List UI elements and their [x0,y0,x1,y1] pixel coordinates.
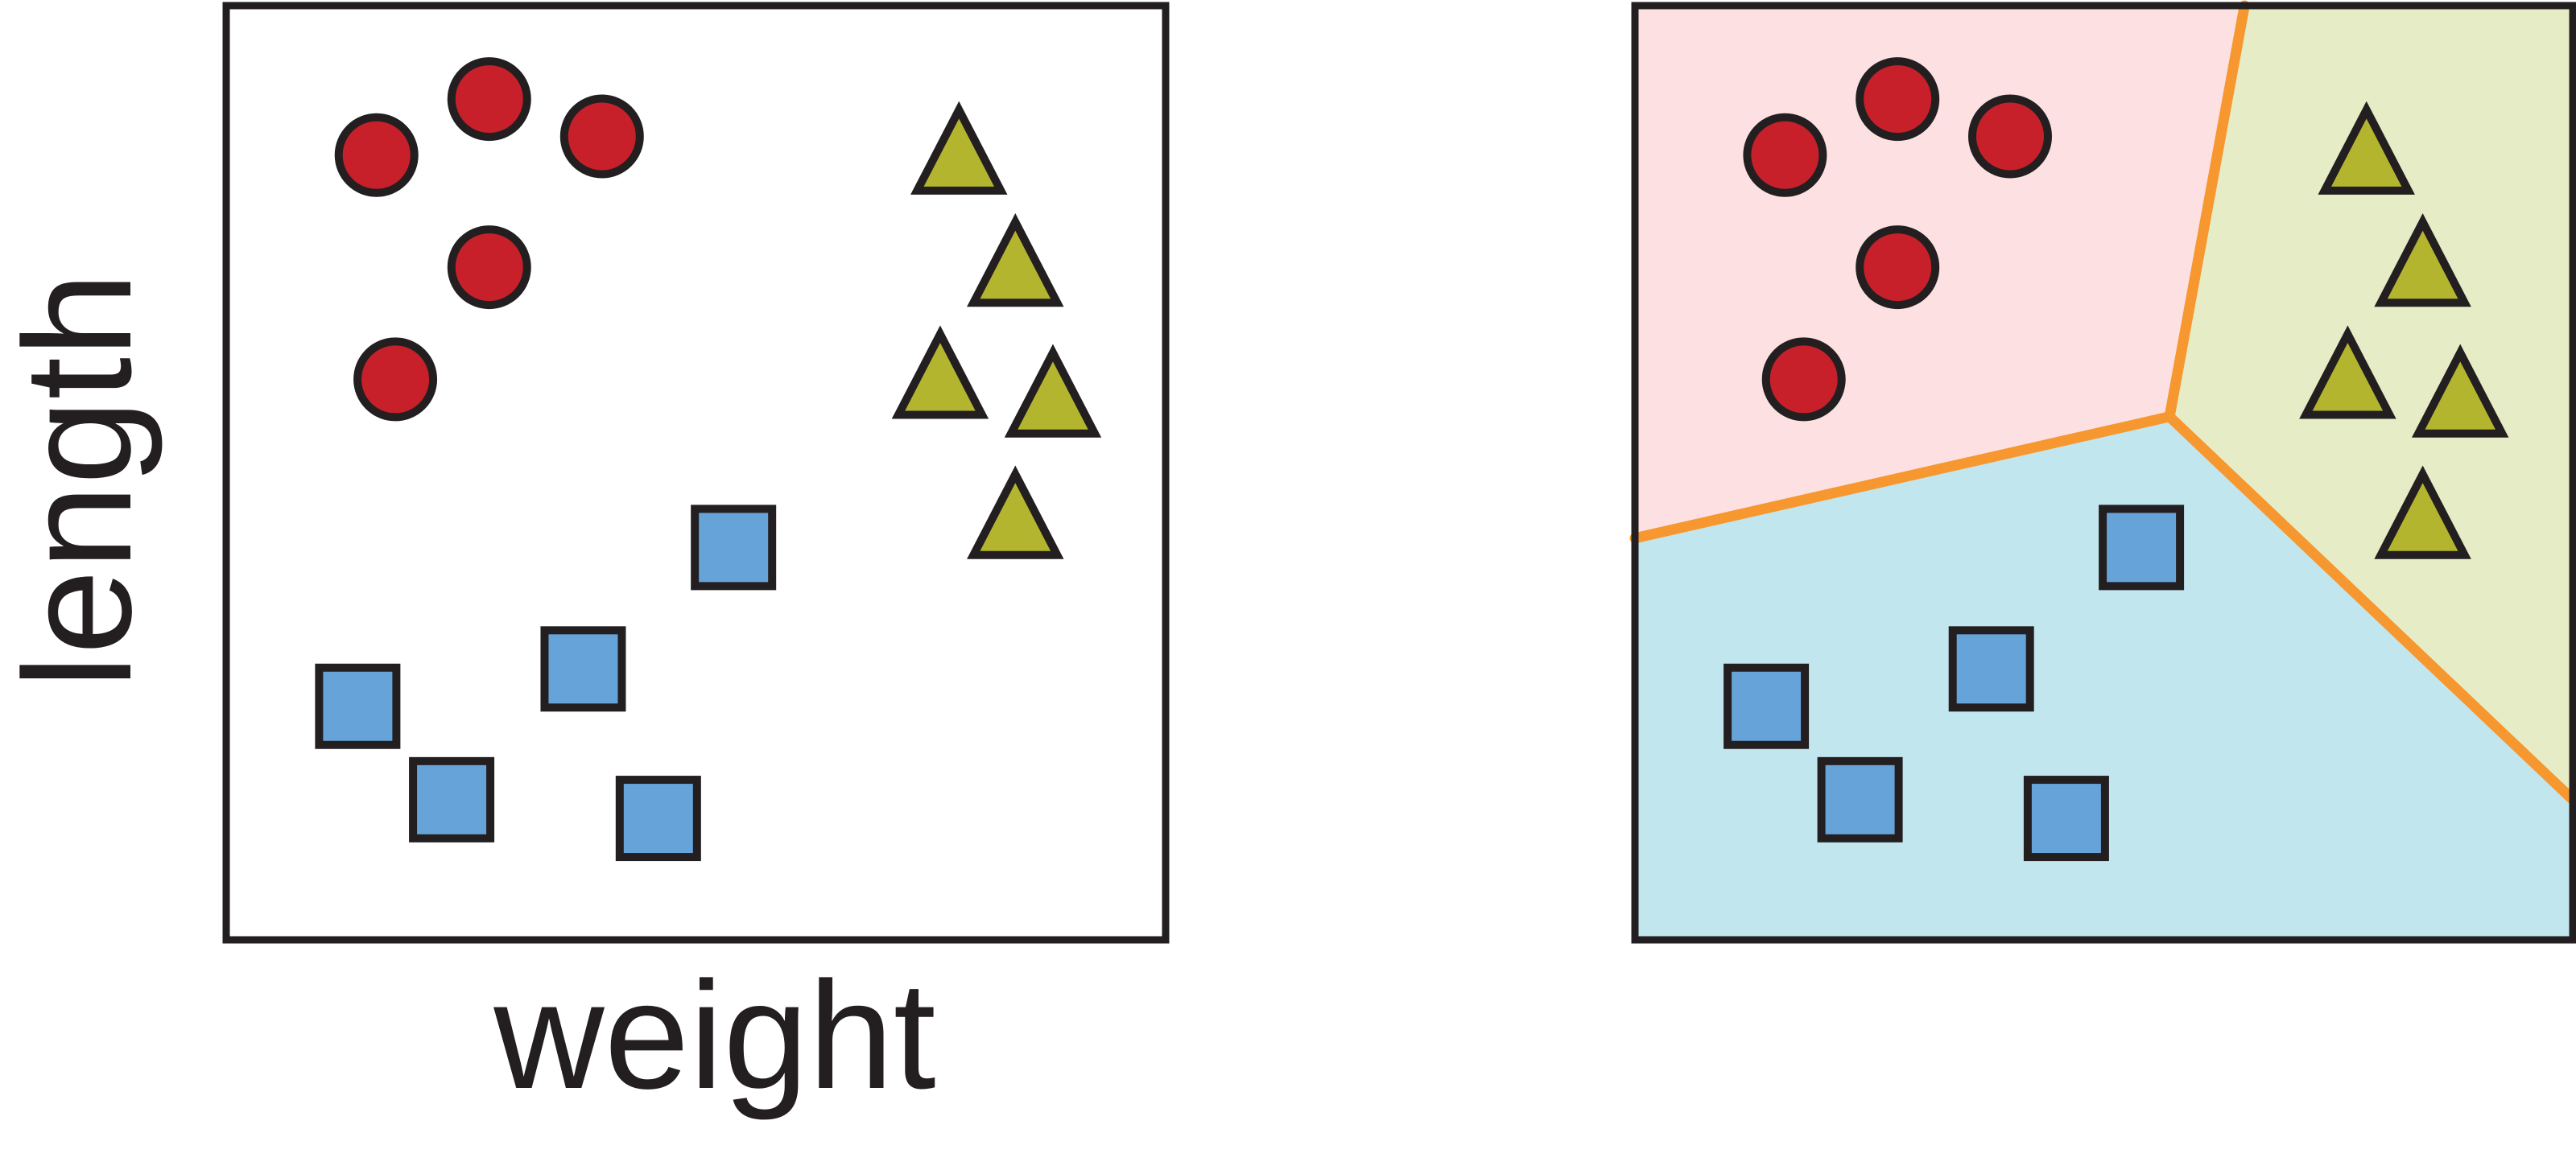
left-triangle-point-1 [910,101,1008,195]
right-square-point-5 [2023,776,2109,862]
right-square-point-4 [1817,756,1903,842]
left-circle-point-1 [334,113,419,197]
right-circle-point-2 [1856,57,1940,142]
decision-boundary-line [2164,0,2250,422]
right-circle-point-4 [1856,225,1940,310]
y-axis-label: length [0,272,163,689]
right-triangle-point-2 [2374,213,2471,307]
left-triangle-point-3 [891,325,989,419]
left-square-point-2 [540,626,626,712]
decision-boundary-line [1629,411,2175,544]
right-square-point-2 [1948,626,2034,712]
right-triangle-point-4 [2411,344,2509,438]
right-decision-region-panel [1629,0,2576,944]
left-panel-frame [222,2,1170,944]
right-circle-point-1 [1743,113,1827,197]
right-square-point-3 [1724,663,1810,749]
x-axis-label: weight [493,950,935,1121]
right-triangle-point-5 [2374,465,2471,559]
right-triangle-point-3 [2299,325,2396,419]
decision-boundary-line [2164,411,2576,805]
left-triangle-point-2 [967,213,1064,307]
left-circle-point-3 [559,94,644,179]
left-scatter-panel [222,2,1170,944]
right-panel-frame [1631,2,2576,944]
right-circle-point-3 [1968,94,2052,179]
right-circle-point-5 [1761,337,1846,422]
left-circle-point-5 [353,337,438,422]
left-square-point-1 [691,505,777,591]
left-square-point-4 [409,756,495,842]
left-circle-point-2 [447,57,531,142]
left-square-point-5 [615,776,701,862]
left-triangle-point-4 [1004,344,1102,438]
right-triangle-point-1 [2318,101,2415,195]
right-square-point-1 [2099,505,2185,591]
left-circle-point-4 [447,225,531,310]
left-square-point-3 [315,663,401,749]
left-triangle-point-5 [967,465,1064,559]
